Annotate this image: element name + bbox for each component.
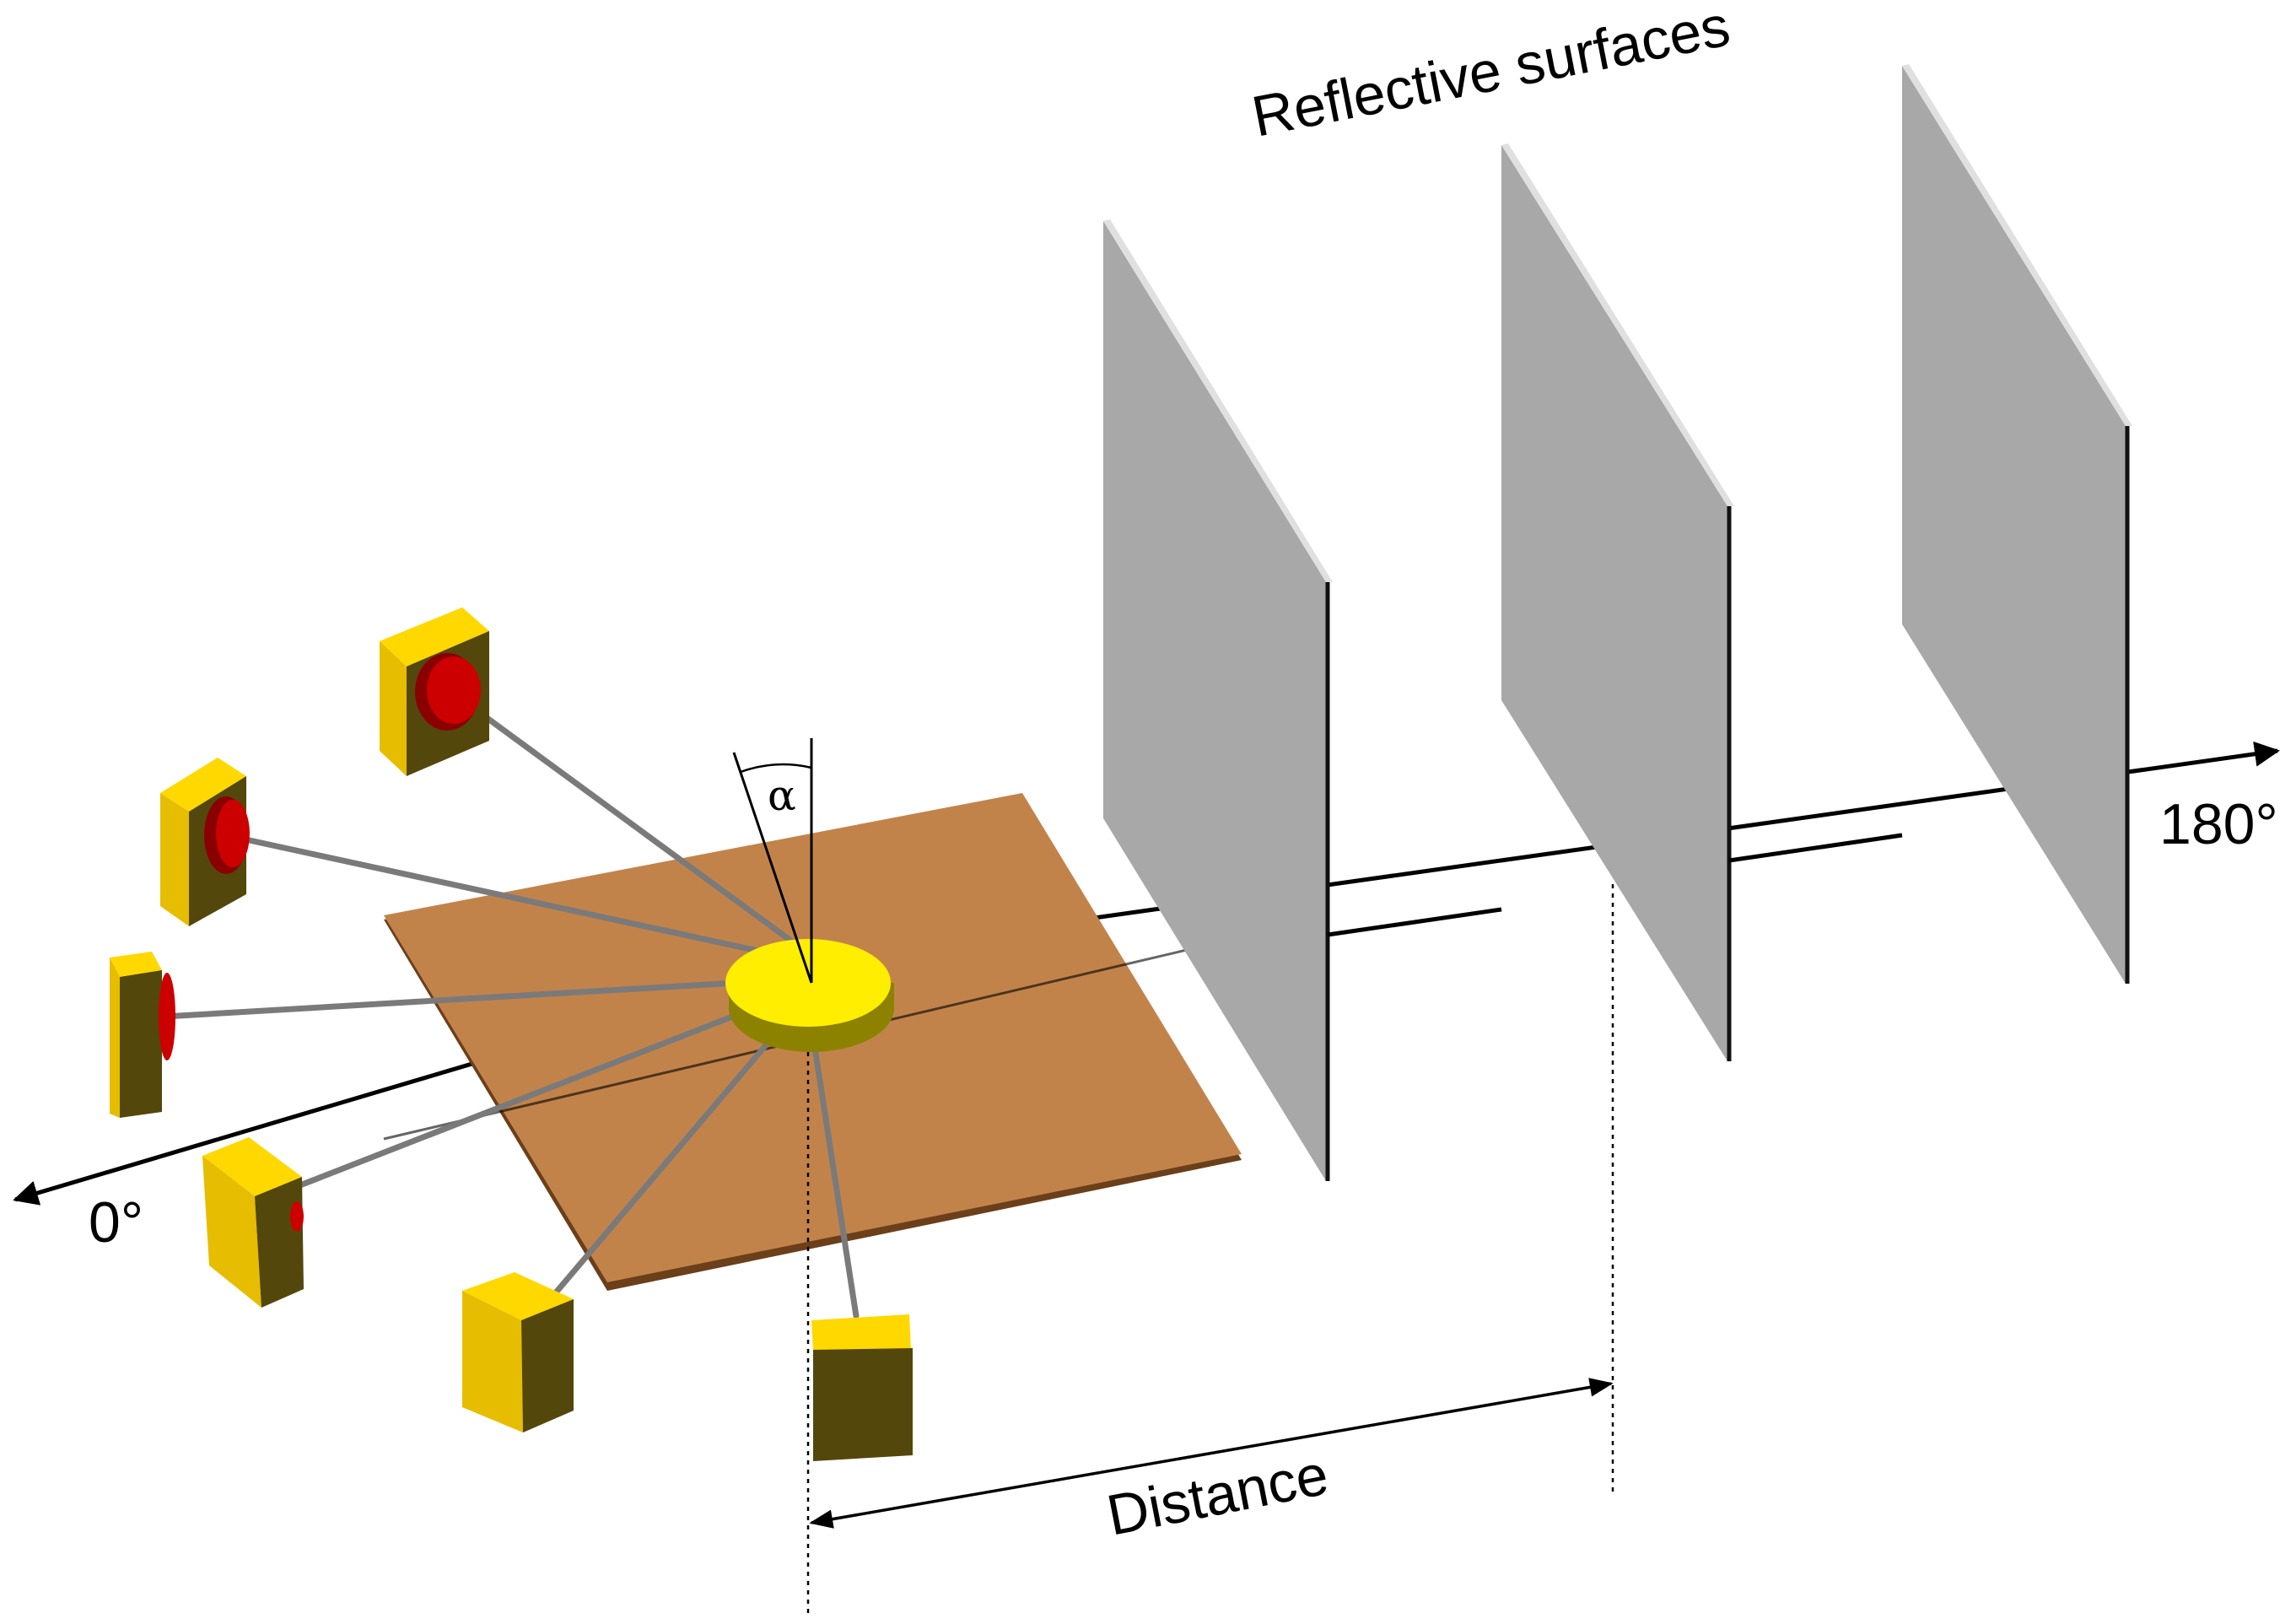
speaker-6 (811, 1314, 913, 1461)
angle-0-label: 0° (89, 1190, 143, 1254)
reflective-surface-3 (1902, 64, 2132, 984)
axis-segment-front (1327, 907, 1502, 937)
speaker-5 (462, 1272, 574, 1432)
speaker-2 (160, 758, 250, 926)
speaker-4 (202, 1137, 304, 1308)
axis-segment-front-2 (1728, 833, 1903, 863)
alpha-arc (740, 763, 812, 774)
alpha-label: α (768, 771, 796, 820)
speaker-1 (380, 607, 489, 776)
distance-label: Distance (1102, 1443, 1333, 1548)
angle-180-label: 180° (2159, 792, 2278, 856)
alpha-tilted-line (732, 752, 813, 984)
reflective-surfaces-label: Reflective surfaces (1247, 0, 1734, 149)
center-disc (725, 939, 894, 1052)
distance-arrow (809, 1378, 1614, 1529)
speaker-3 (110, 952, 175, 1118)
reflective-surface-2 (1501, 143, 1734, 1061)
speaker-rods (161, 688, 860, 1319)
reflective-surface-1 (1103, 219, 1333, 1181)
